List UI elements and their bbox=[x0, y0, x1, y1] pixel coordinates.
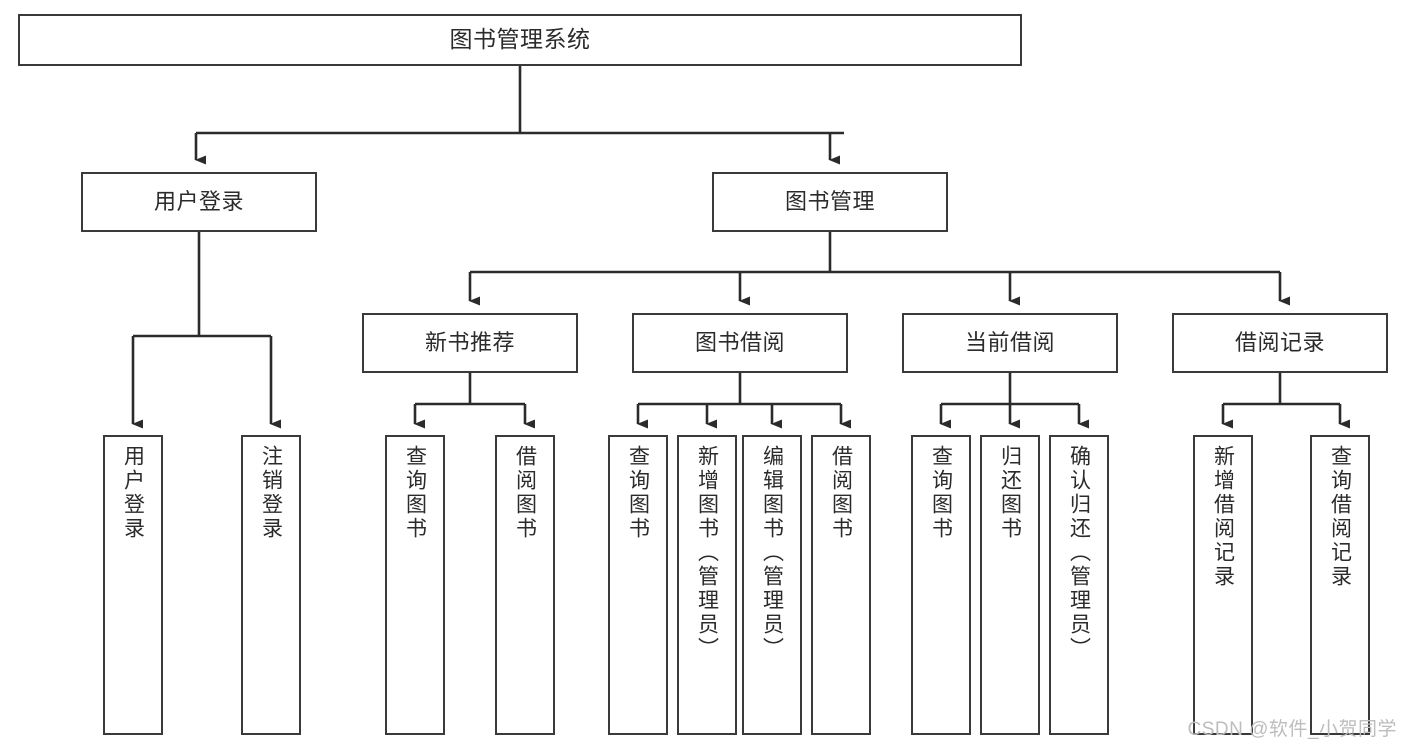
leaf-borrow-record-query[interactable]: 查询借阅记录 bbox=[1310, 435, 1370, 735]
node-label: 图书管理系统 bbox=[449, 26, 591, 53]
node-label: 查询图书 bbox=[929, 445, 953, 541]
leaf-user-login-login[interactable]: 用户登录 bbox=[103, 435, 163, 735]
node-label: 查询借阅记录 bbox=[1328, 445, 1352, 589]
node-label: 图书借阅 bbox=[694, 330, 785, 356]
node-label: 用户登录 bbox=[153, 189, 244, 215]
node-book-management[interactable]: 图书管理 bbox=[712, 172, 948, 232]
node-new-book-recommend[interactable]: 新书推荐 bbox=[362, 313, 578, 373]
node-label: 用户登录 bbox=[121, 445, 145, 541]
node-label: 当前借阅 bbox=[964, 330, 1055, 356]
leaf-new-book-query[interactable]: 查询图书 bbox=[385, 435, 445, 735]
leaf-current-borrow-return[interactable]: 归还图书 bbox=[980, 435, 1040, 735]
leaf-new-book-borrow[interactable]: 借阅图书 bbox=[495, 435, 555, 735]
node-label: 新增借阅记录 bbox=[1211, 445, 1235, 589]
node-label: 借阅图书 bbox=[829, 445, 853, 541]
node-label: 新书推荐 bbox=[424, 330, 515, 356]
node-book-borrow[interactable]: 图书借阅 bbox=[632, 313, 848, 373]
leaf-book-borrow-add[interactable]: 新增图书（管理员） bbox=[677, 435, 737, 735]
leaf-current-borrow-query[interactable]: 查询图书 bbox=[911, 435, 971, 735]
node-label: 查询图书 bbox=[626, 445, 650, 541]
node-label: 借阅记录 bbox=[1234, 330, 1325, 356]
node-label: 图书管理 bbox=[784, 189, 875, 215]
leaf-book-borrow-query[interactable]: 查询图书 bbox=[608, 435, 668, 735]
node-label: 注销登录 bbox=[259, 445, 283, 541]
node-label: 查询图书 bbox=[403, 445, 427, 541]
node-borrow-record[interactable]: 借阅记录 bbox=[1172, 313, 1388, 373]
node-user-login[interactable]: 用户登录 bbox=[81, 172, 317, 232]
leaf-book-borrow-borrow[interactable]: 借阅图书 bbox=[811, 435, 871, 735]
leaf-borrow-record-add[interactable]: 新增借阅记录 bbox=[1193, 435, 1253, 735]
node-label: 借阅图书 bbox=[513, 445, 537, 541]
node-root-book-management-system[interactable]: 图书管理系统 bbox=[18, 14, 1022, 66]
node-current-borrow[interactable]: 当前借阅 bbox=[902, 313, 1118, 373]
node-label: 新增图书（管理员） bbox=[695, 445, 719, 661]
leaf-book-borrow-edit[interactable]: 编辑图书（管理员） bbox=[742, 435, 802, 735]
leaf-current-borrow-confirm-return[interactable]: 确认归还（管理员） bbox=[1049, 435, 1109, 735]
leaf-user-login-logout[interactable]: 注销登录 bbox=[241, 435, 301, 735]
node-label: 编辑图书（管理员） bbox=[760, 445, 784, 661]
node-label: 归还图书 bbox=[998, 445, 1022, 541]
node-label: 确认归还（管理员） bbox=[1067, 445, 1091, 661]
